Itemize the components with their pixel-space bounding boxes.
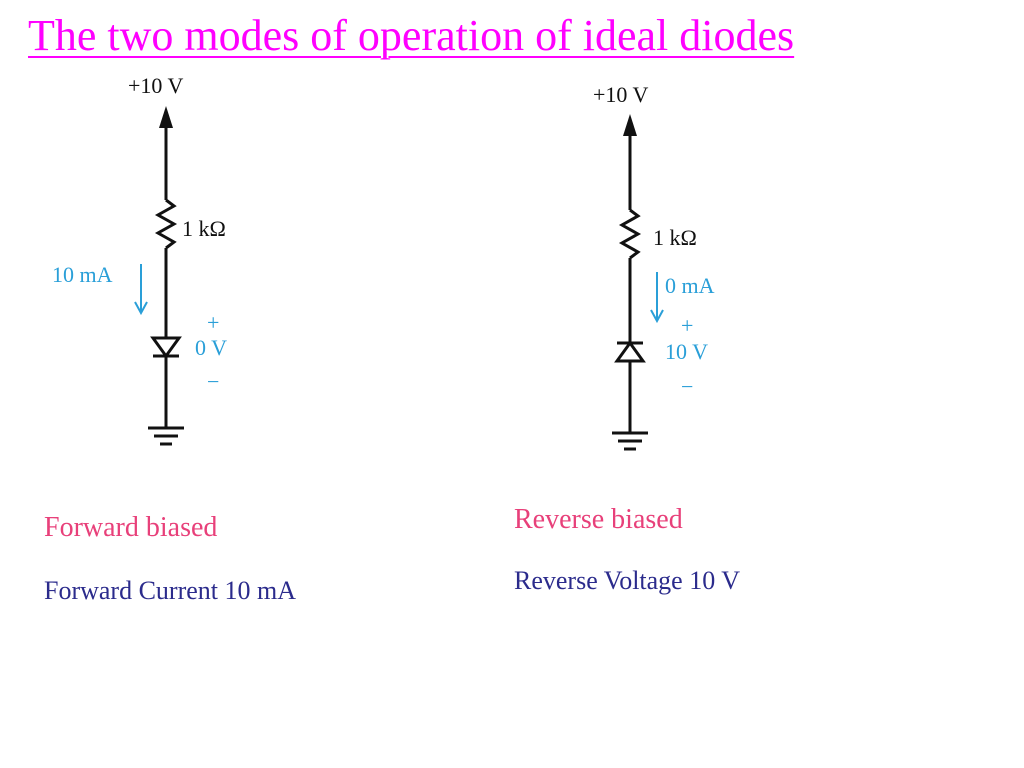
forward-state-caption: Forward biased [44, 512, 218, 543]
reverse-resistor [618, 208, 642, 260]
reverse-voltage-plus: + [681, 313, 693, 338]
page-title: The two modes of operation of ideal diod… [28, 11, 795, 60]
reverse-current-label: 0 mA [665, 273, 715, 298]
reverse-voltage-value: 10 V [665, 339, 708, 364]
reverse-current-arrowhead [650, 309, 664, 324]
forward-voltage-plus: + [207, 310, 219, 335]
forward-detail-caption: Forward Current 10 mA [44, 576, 297, 605]
reverse-voltage-minus: − [681, 374, 693, 399]
forward-diode-icon [150, 336, 182, 359]
forward-voltage-value: 0 V [195, 335, 227, 360]
forward-current-label: 10 mA [52, 262, 113, 287]
reverse-state-caption: Reverse biased [514, 504, 683, 535]
forward-supply-label: +10 V [128, 73, 184, 98]
reverse-resistor-label: 1 kΩ [653, 225, 697, 250]
reverse-diode-icon [614, 340, 646, 363]
reverse-detail-caption: Reverse Voltage 10 V [514, 566, 741, 595]
reverse-supply-arrowhead [623, 114, 637, 136]
forward-voltage-minus: − [207, 369, 219, 394]
forward-supply-arrowhead [159, 106, 173, 128]
reverse-supply-label: +10 V [593, 82, 649, 107]
forward-current-arrowhead [134, 301, 148, 316]
forward-resistor [154, 198, 178, 250]
forward-resistor-label: 1 kΩ [182, 216, 226, 241]
